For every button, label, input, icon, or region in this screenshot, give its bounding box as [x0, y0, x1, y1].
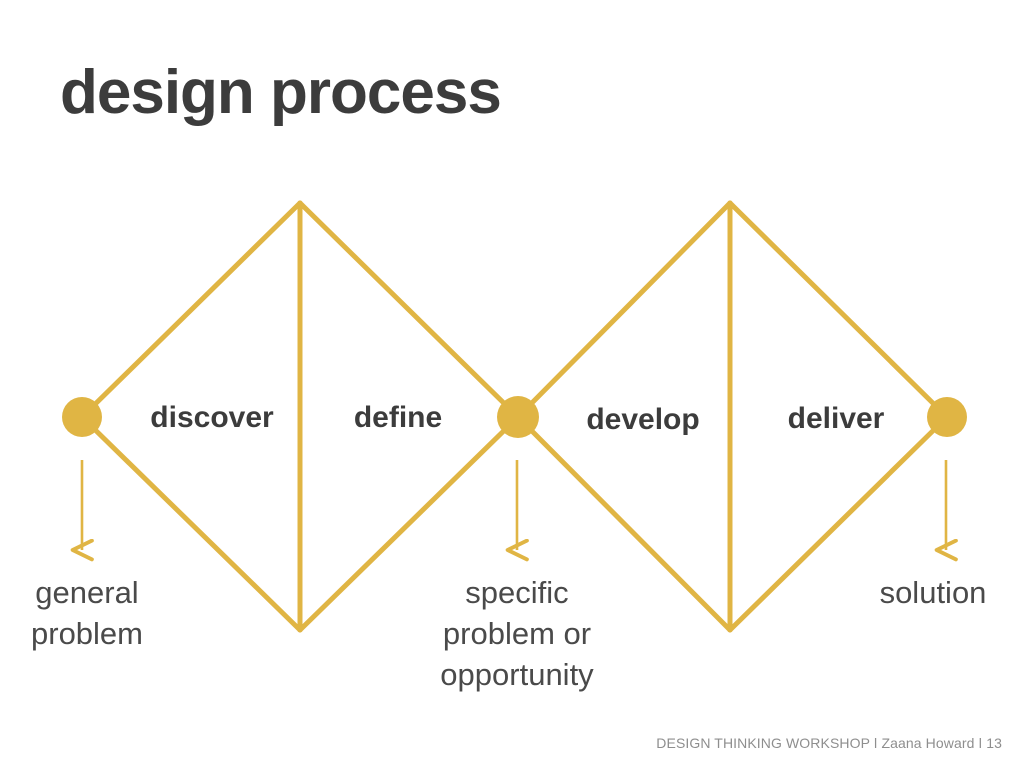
start-node	[62, 397, 102, 437]
outcome-specific-problem: specific problem or opportunity	[440, 575, 594, 693]
diamond-right-upper-right-edge	[727, 200, 950, 420]
slide-footer: DESIGN THINKING WORKSHOP ǀ Zaana Howard …	[656, 735, 1002, 751]
diamond-left	[79, 200, 521, 633]
diamond-right-lower-right-edge	[727, 414, 950, 633]
page-title: design process	[60, 58, 502, 127]
phase-label-discover: discover	[150, 401, 274, 434]
outcome-arrows	[82, 460, 946, 550]
middle-node	[497, 396, 539, 438]
outcome-solution: solution	[879, 575, 987, 610]
diamond-right	[515, 200, 950, 633]
phase-label-develop: develop	[586, 403, 700, 436]
diamond-right-lower-left-edge	[515, 414, 733, 633]
diagram-nodes	[62, 396, 967, 438]
phase-label-deliver: deliver	[787, 402, 885, 435]
diamond-left-upper-right-edge	[297, 200, 521, 420]
diamond-left-lower-right-edge	[297, 414, 521, 633]
phase-label-define: define	[353, 401, 443, 434]
diamond-left-lower-left-edge	[79, 414, 303, 633]
end-node	[927, 397, 967, 437]
outcome-general-problem: general problem	[31, 575, 143, 652]
diamond-right-upper-left-edge	[515, 200, 733, 420]
diamond-left-upper-left-edge	[79, 200, 303, 420]
